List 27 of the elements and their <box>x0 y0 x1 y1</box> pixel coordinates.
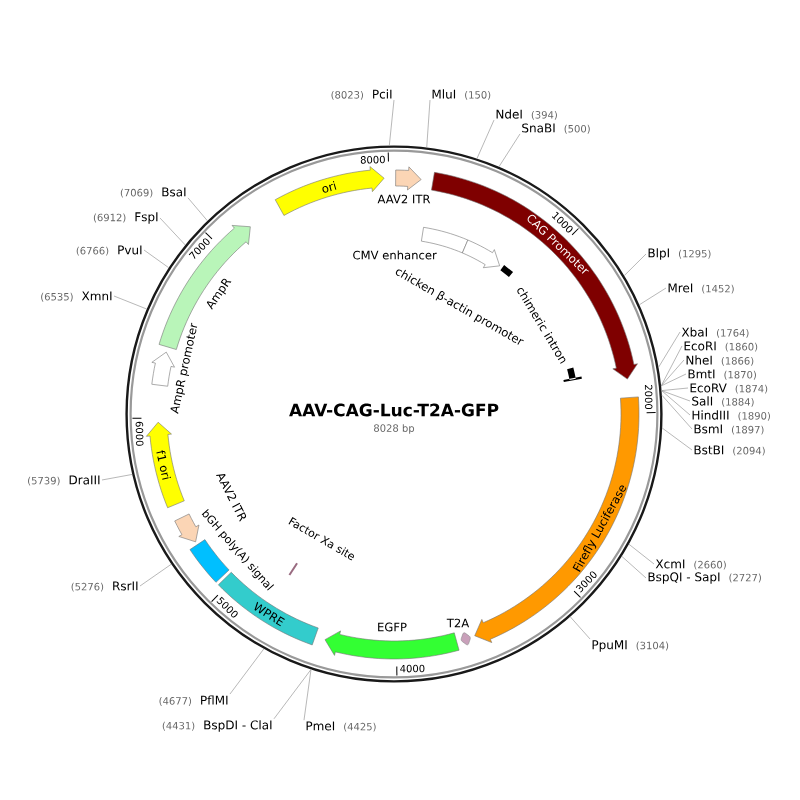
leader-line <box>388 99 395 146</box>
leader-line <box>113 295 148 310</box>
leader-line <box>661 390 691 402</box>
leader-line <box>101 474 133 481</box>
leader-line <box>139 563 172 587</box>
leader-line <box>658 331 681 368</box>
leader-line <box>187 197 208 222</box>
leader-line <box>639 287 667 306</box>
leader-line <box>476 119 495 159</box>
leader-line <box>623 253 647 276</box>
leader-line <box>660 373 687 387</box>
leader-line <box>159 217 186 246</box>
leader-line <box>273 669 312 720</box>
leader-line <box>569 616 591 640</box>
leader-line <box>661 394 693 430</box>
leader-line <box>661 390 691 416</box>
leader-line <box>660 345 683 387</box>
leader-line <box>229 648 265 695</box>
leader-line <box>661 427 693 451</box>
leader-line <box>303 669 312 721</box>
leader-line <box>628 543 655 565</box>
leader-line <box>621 556 647 579</box>
leader-line <box>143 249 170 269</box>
leader-line <box>661 387 689 391</box>
leader-line <box>660 359 685 387</box>
leader-line <box>426 99 431 148</box>
leader-line <box>498 133 521 168</box>
